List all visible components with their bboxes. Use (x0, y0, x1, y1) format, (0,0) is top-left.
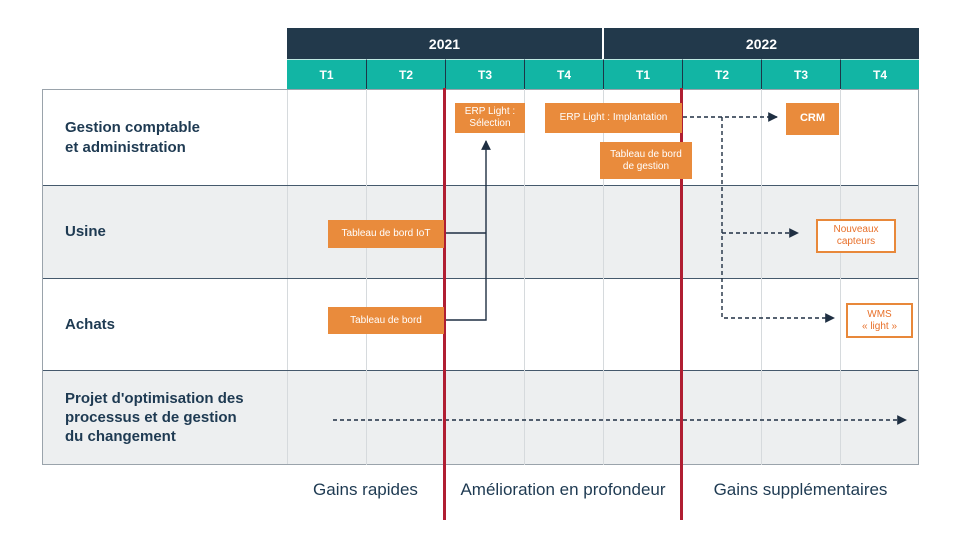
grid-line (840, 89, 841, 465)
phase-label-gains-supplementaires: Gains supplémentaires (713, 480, 888, 499)
task-tableau-de-bord: Tableau de bord (328, 307, 444, 334)
row-label-gestion-comptable: Gestion comptable et administration (43, 90, 288, 185)
task-tableau-de-bord-de-gestion: Tableau de bord de gestion (600, 142, 692, 179)
task-tableau-de-bord-iot: Tableau de bord IoT (328, 220, 444, 248)
quarter-2021-t4: T4 (524, 59, 603, 89)
quarter-2021-t1: T1 (287, 59, 366, 89)
task-nouveaux-capteurs: Nouveaux capteurs (816, 219, 896, 253)
quarter-2022-t2: T2 (682, 59, 761, 89)
roadmap-table: Gestion comptable et administration Usin… (42, 89, 919, 465)
row-label-achats: Achats (43, 279, 288, 370)
phase-label-gains-rapides: Gains rapides (313, 480, 418, 499)
task-crm: CRM (786, 103, 839, 135)
quarter-2022-t3: T3 (761, 59, 840, 89)
quarter-2021-t3: T3 (445, 59, 524, 89)
year-2021: 2021 (287, 28, 602, 59)
row-usine: Usine (43, 186, 918, 279)
year-header-row: 2021 2022 (287, 28, 919, 59)
row-projet-optimisation: Projet d'optimisation des processus et d… (43, 371, 918, 464)
phase-label-amelioration-profondeur: Amélioration en profondeur (460, 480, 666, 499)
task-erp-light-selection: ERP Light : Sélection (455, 103, 525, 133)
grid-line (761, 89, 762, 465)
grid-line (603, 89, 604, 465)
quarter-header-row: T1 T2 T3 T4 T1 T2 T3 T4 (287, 59, 919, 89)
year-2022: 2022 (604, 28, 919, 59)
row-label-usine: Usine (43, 186, 288, 278)
quarter-2022-t1: T1 (603, 59, 682, 89)
quarter-2022-t4: T4 (840, 59, 919, 89)
quarter-2021-t2: T2 (366, 59, 445, 89)
task-erp-light-implantation: ERP Light : Implantation (545, 103, 682, 133)
task-wms-light: WMS « light » (846, 303, 913, 338)
row-label-projet-optimisation: Projet d'optimisation des processus et d… (43, 371, 288, 464)
row-achats: Achats (43, 279, 918, 371)
grid-line (524, 89, 525, 465)
grid-line (445, 89, 446, 465)
grid-line (366, 89, 367, 465)
